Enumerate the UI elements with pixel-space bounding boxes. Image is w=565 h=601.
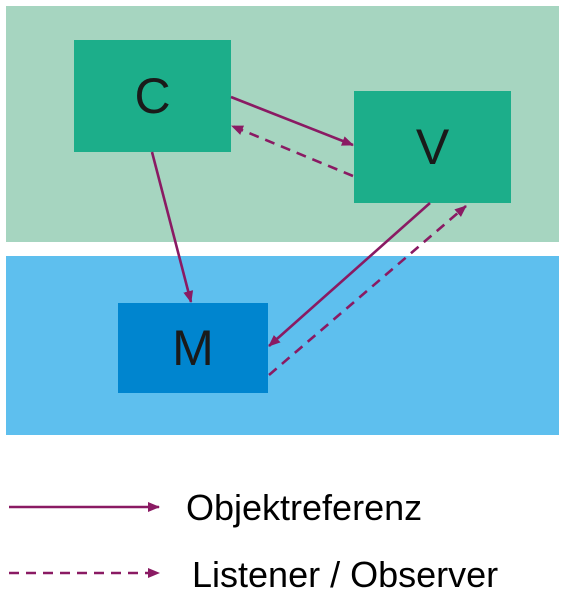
view-box: V — [354, 91, 511, 203]
arrow-v-to-m-reference — [268, 202, 431, 347]
model-box: M — [118, 303, 268, 393]
view-label: V — [415, 119, 450, 175]
legend-listener-label: Listener / Observer — [192, 554, 499, 595]
model-label: M — [172, 320, 214, 376]
controller-box: C — [74, 40, 231, 152]
arrow-v-to-c-listener — [231, 124, 354, 178]
arrow-c-to-m-reference — [150, 151, 194, 303]
controller-label: C — [134, 68, 171, 124]
arrow-c-to-v-reference — [230, 95, 354, 147]
arrow-m-to-v-listener — [268, 205, 467, 376]
model-layer — [6, 256, 559, 435]
legend-reference-label: Objektreferenz — [186, 487, 423, 528]
